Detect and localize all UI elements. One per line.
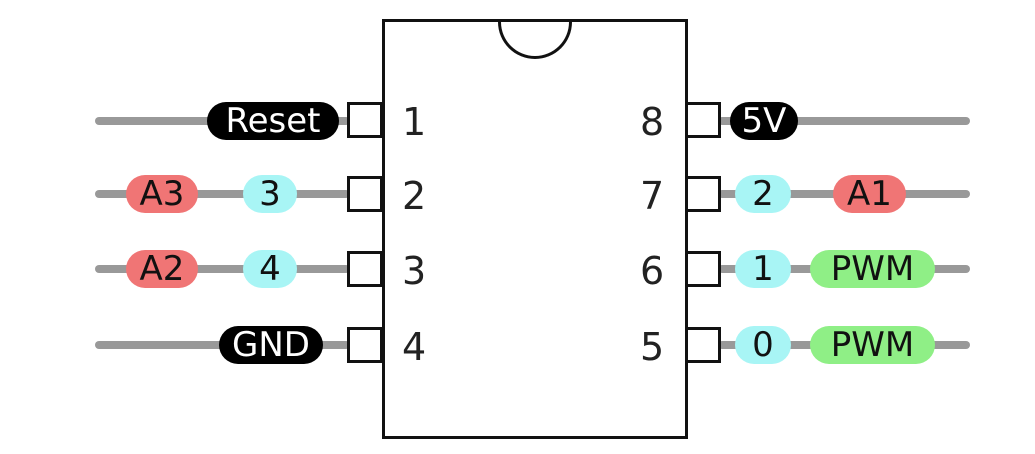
pin-number-6: 6: [640, 249, 665, 293]
pad-pin-8: [685, 102, 721, 138]
pad-pin-4: [347, 327, 383, 363]
label-reset: Reset: [207, 102, 339, 140]
wire-pin-3: [95, 265, 350, 273]
label-d2: 2: [735, 175, 791, 213]
label-d4: 4: [243, 250, 297, 288]
label-d3: 3: [243, 175, 297, 213]
pad-pin-3: [347, 251, 383, 287]
pin-number-7: 7: [640, 174, 665, 218]
label-d1: 1: [735, 250, 791, 288]
pin-number-4: 4: [402, 325, 427, 369]
label-pwm-pin6: PWM: [810, 250, 935, 288]
pad-pin-5: [685, 327, 721, 363]
label-a3: A3: [126, 175, 198, 213]
pin-number-1: 1: [402, 100, 427, 144]
label-d0: 0: [735, 326, 791, 364]
pad-pin-7: [685, 176, 721, 212]
pin-number-8: 8: [640, 100, 665, 144]
wire-pin-2: [95, 190, 350, 198]
pad-pin-6: [685, 251, 721, 287]
pin-number-3: 3: [402, 249, 427, 293]
label-gnd: GND: [219, 326, 323, 364]
pin-number-5: 5: [640, 325, 665, 369]
chip-body: [382, 19, 688, 439]
label-pwm-pin5: PWM: [810, 326, 935, 364]
wire-pin-8: [718, 117, 970, 125]
label-a1: A1: [833, 175, 906, 213]
label-a2: A2: [126, 250, 198, 288]
label-5v: 5V: [730, 102, 798, 140]
pad-pin-2: [347, 176, 383, 212]
pin-number-2: 2: [402, 174, 427, 218]
pad-pin-1: [347, 102, 383, 138]
